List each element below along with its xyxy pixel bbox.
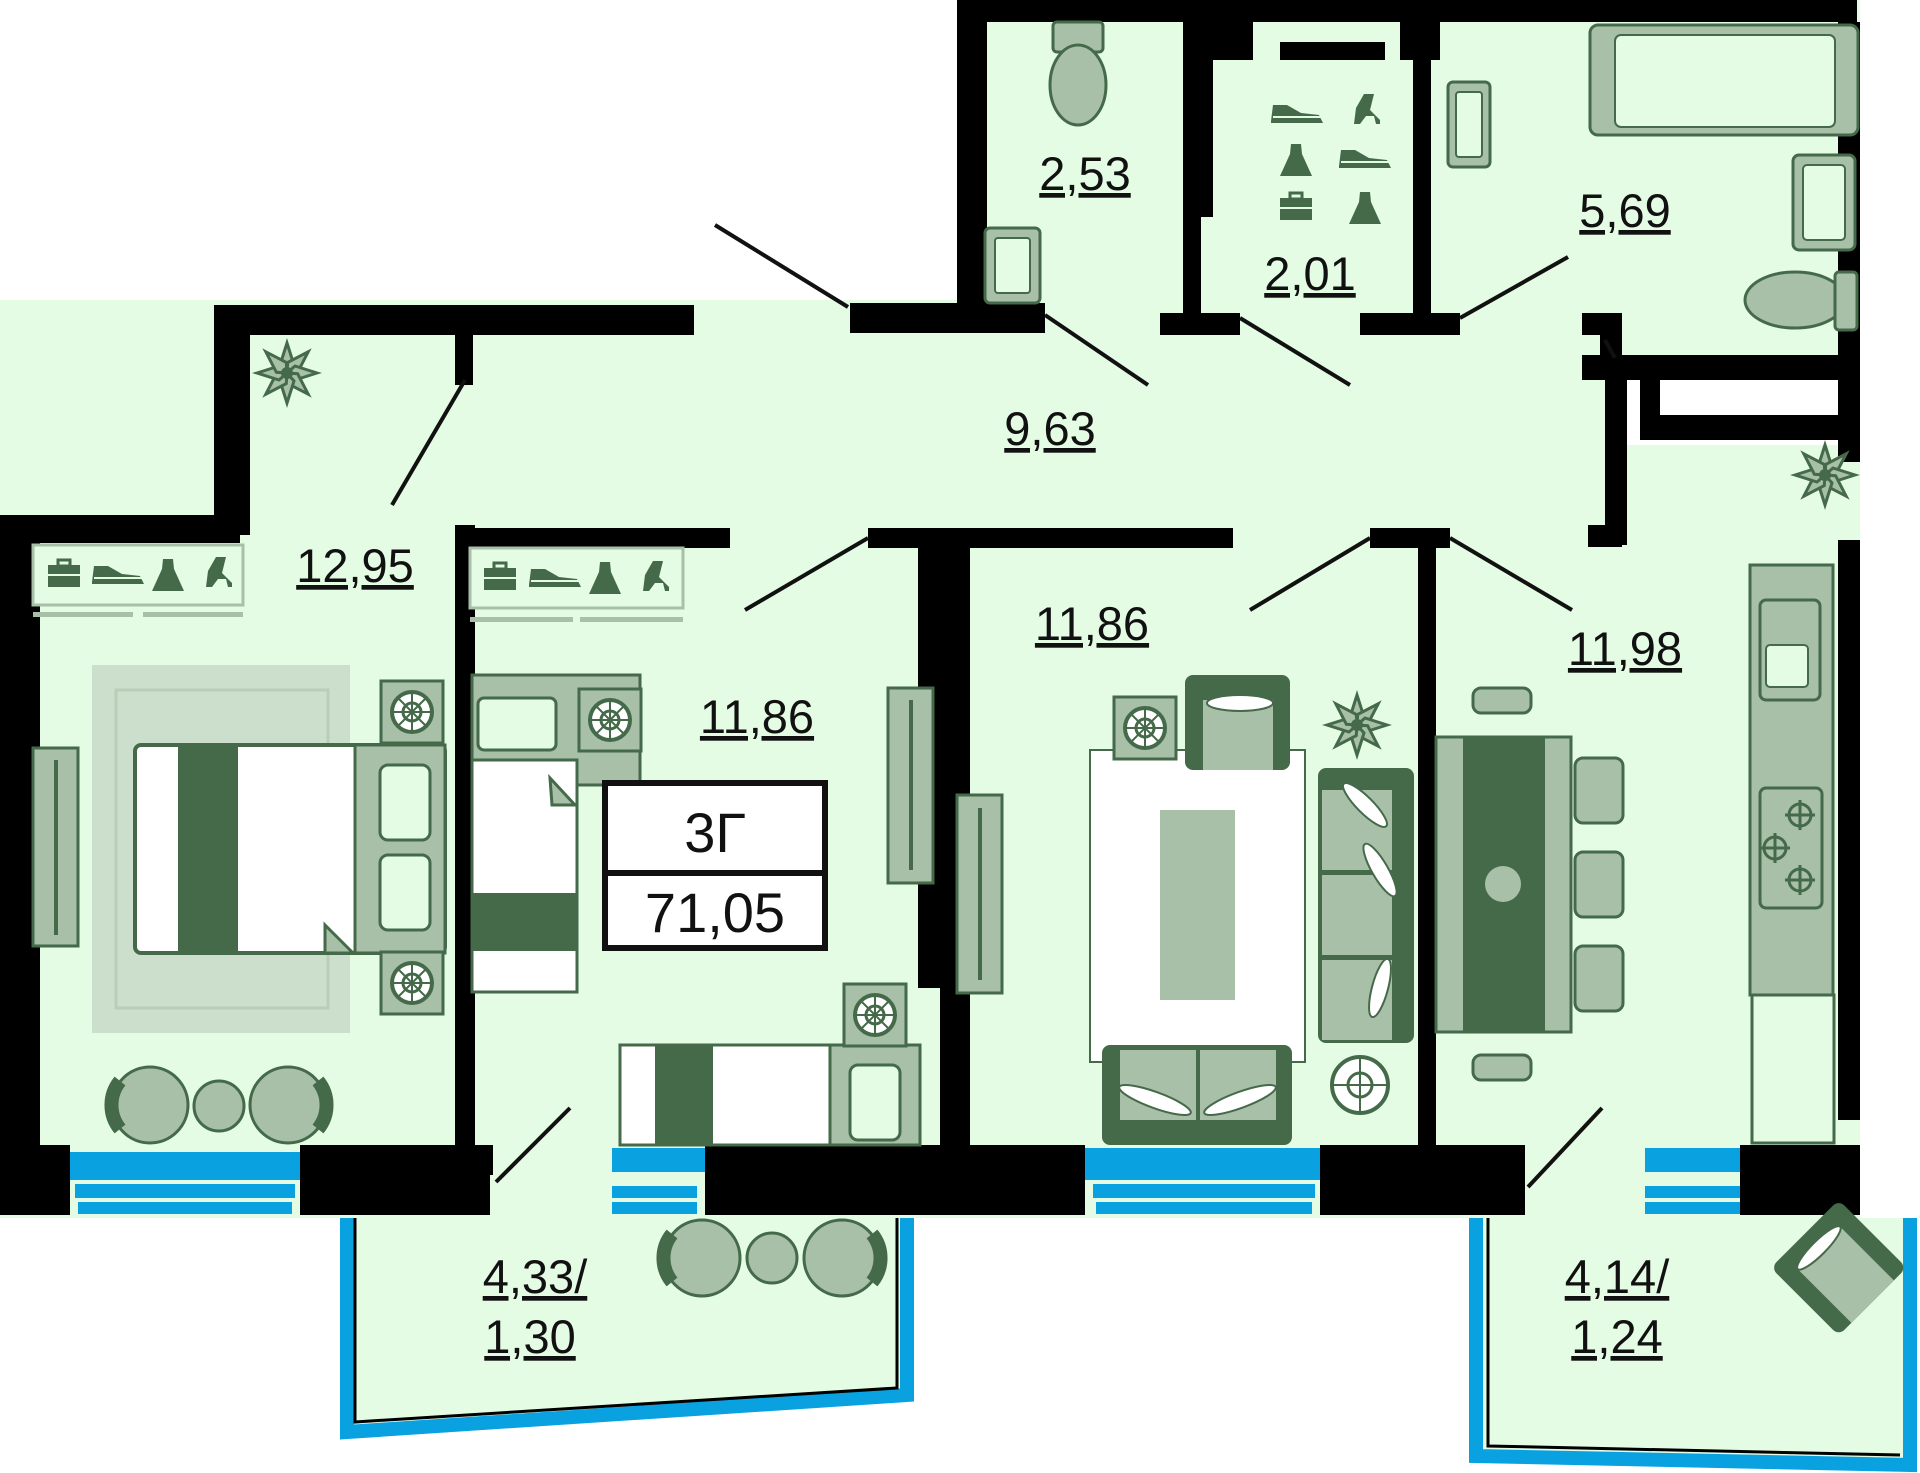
armchair-icon: [663, 1220, 880, 1296]
balcony-frames: [340, 1218, 1917, 1473]
area-bedroom-middle: 11,86: [700, 690, 814, 743]
window-bedroom-left: [68, 1152, 303, 1180]
area-bedroom-left: 12,95: [296, 539, 414, 592]
apartment-total-area: 71,05: [645, 881, 785, 944]
bathtub-icon: [1588, 23, 1860, 137]
window-bedroom-middle: [612, 1148, 707, 1172]
area-balcony-left-reduced: 1,30: [484, 1310, 575, 1363]
sofa-icon: [1102, 1045, 1292, 1145]
radiator-icon: [955, 793, 1004, 995]
area-bathroom: 5,69: [1579, 184, 1670, 237]
apartment-badge: 3Г 71,05: [602, 780, 828, 951]
area-kitchen: 11,98: [1568, 622, 1682, 675]
armchair-icon: [111, 1067, 326, 1143]
bathroom-toilet-icon: [1743, 270, 1859, 332]
area-hallway: 9,63: [1004, 402, 1095, 455]
washer-icon: [1446, 80, 1492, 169]
area-toilet: 2,53: [1039, 147, 1130, 200]
toilet-icon: [1048, 20, 1108, 127]
shelf-left: [31, 543, 245, 617]
window-kitchen: [1645, 1148, 1740, 1172]
lamp-icon: [1112, 695, 1178, 761]
bed-icon: [470, 758, 579, 994]
coffee-table: [1160, 810, 1235, 1000]
sink-icon: [983, 226, 1042, 305]
sofa-icon: [618, 1043, 922, 1147]
lamp-icon: [577, 687, 643, 753]
walls: [0, 0, 1860, 1215]
lamp-icon: [379, 679, 445, 745]
window-living: [1085, 1148, 1323, 1180]
lamp-icon: [1330, 1055, 1390, 1115]
windows: [68, 1148, 1740, 1214]
bathroom-sink-icon: [1791, 153, 1857, 252]
room-labels: 2,53 2,01 5,69 9,63 12,95 11,86 11,86 11…: [296, 147, 1682, 1363]
area-wardrobe: 2,01: [1264, 247, 1355, 300]
fridge: [1750, 993, 1836, 1145]
armchair-icon: [1185, 675, 1290, 770]
plant-icon: [255, 341, 319, 405]
door-swings: [390, 223, 1617, 1189]
plant-icon: [1793, 443, 1857, 507]
sofa-icon: [1318, 768, 1414, 1043]
area-living-room: 11,86: [1035, 597, 1149, 650]
radiator-icon: [31, 746, 80, 948]
bed-icon: [133, 743, 447, 955]
shelf-middle: [468, 546, 685, 622]
area-balcony-left-total: 4,33/: [483, 1250, 588, 1303]
plant-icon: [1325, 693, 1389, 757]
area-balcony-right-total: 4,14/: [1565, 1250, 1670, 1303]
dining-table-icon: [1434, 686, 1625, 1082]
area-balcony-right-reduced: 1,24: [1571, 1310, 1662, 1363]
radiator-icon: [886, 686, 935, 885]
lamp-icon: [842, 982, 908, 1048]
lamp-icon: [379, 950, 445, 1016]
apartment-type: 3Г: [684, 801, 745, 864]
stove-icon: [1748, 563, 1835, 997]
armchair-icon: [1774, 1203, 1904, 1333]
